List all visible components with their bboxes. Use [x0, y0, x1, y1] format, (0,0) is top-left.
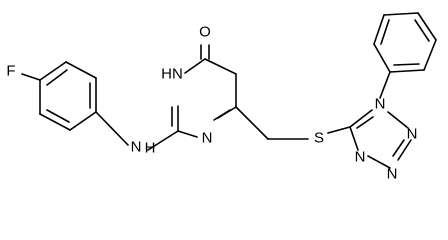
atom-sulfur: S: [314, 130, 324, 147]
atom-tetrazole-n1: N: [375, 96, 386, 113]
fluorophenyl-ring: [39, 61, 97, 131]
molecule-structure: O HN N N H F S N N N N: [6, 12, 437, 183]
atom-amine-n: N: [131, 139, 142, 156]
atom-amine-h: H: [145, 140, 156, 157]
nh-c2-bond: [147, 130, 179, 151]
atom-ring-n: N: [202, 130, 213, 147]
n-phenyl-bond: [379, 71, 391, 99]
tetrazole-ring: [349, 109, 412, 169]
atom-tetrazole-n3: N: [387, 166, 398, 183]
atom-tetrazole-n4: N: [355, 149, 366, 166]
atom-tetrazole-n2: N: [407, 126, 418, 143]
pyrimidinone-ring: [171, 58, 237, 138]
s-tetrazole-bond: [327, 126, 351, 134]
ring-ch2-bond: [235, 106, 269, 140]
c-f-bond: [21, 73, 41, 81]
aryl-nh-bond: [95, 111, 129, 146]
phenyl-ring: [373, 12, 437, 73]
atom-fluorine: F: [6, 63, 15, 80]
atom-ring-nh: HN: [161, 66, 183, 83]
atom-oxygen: O: [199, 24, 211, 41]
